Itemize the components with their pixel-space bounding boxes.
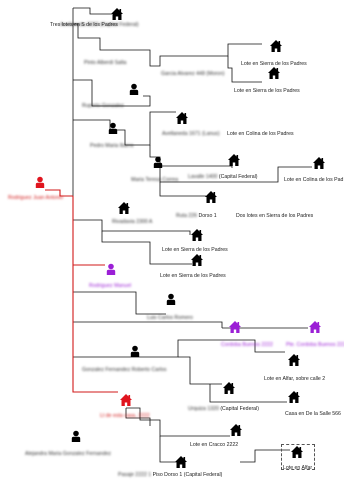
root-lineage-line	[45, 189, 73, 197]
root-person-icon	[35, 176, 45, 188]
connector-line	[240, 449, 290, 463]
n9-label[interactable]: Maria Teresa Correa	[131, 177, 179, 183]
connector-line	[73, 291, 166, 315]
n7-label[interactable]: Lavalle 1400 (Capital Federal)	[188, 174, 258, 180]
n6-person-icon	[108, 122, 118, 134]
n16-label[interactable]: Cordoba Buenos 2222	[221, 342, 273, 348]
n26-label[interactable]: Lote en Alfar	[283, 465, 313, 471]
connector-line	[125, 408, 151, 426]
n5-label[interactable]: Lote en Colina de los Padres	[227, 131, 294, 137]
n19-house-icon	[288, 354, 300, 366]
n6-label[interactable]: Pedro Maria Ibarra	[90, 143, 134, 149]
n23-house-icon	[230, 424, 242, 436]
n2b-label: Pinto Alberdi Salta	[84, 60, 127, 66]
connector-line	[227, 56, 262, 83]
n15-person-icon	[166, 293, 176, 305]
n9-person-icon	[153, 156, 163, 168]
n1-label[interactable]: Tres lotes en S de los Padres	[50, 22, 118, 28]
n17-house-icon	[309, 321, 321, 333]
n1b-label: Avellaneda 2222 (Capital Federal)	[60, 22, 139, 28]
connector-line	[178, 356, 222, 385]
connector-line	[73, 339, 285, 358]
n2-house-icon	[270, 40, 282, 52]
n17-label[interactable]: Pte. Cordoba Buenos 2222	[286, 342, 344, 348]
n25-label-text: Piso Dorso 1 (Capital Federal)	[152, 472, 223, 478]
n8-house-icon	[313, 157, 325, 169]
n13-label[interactable]: Lote en Sierra de los Padres	[160, 273, 226, 279]
selected-node-focus-box[interactable]	[281, 444, 315, 470]
n7-redacted-prefix: Lavalle 1400	[188, 174, 219, 180]
n18-person-icon	[130, 345, 140, 357]
n7-house-icon	[228, 154, 240, 166]
n24-person-icon	[71, 430, 81, 442]
connector-line	[73, 321, 223, 328]
connector-line	[159, 166, 312, 183]
n2-label[interactable]: Lote en Sierra de los Padres	[241, 61, 307, 67]
n25-house-icon	[175, 456, 187, 468]
connector-line	[159, 182, 206, 197]
connector-line	[101, 231, 192, 265]
n22-house-icon	[120, 394, 132, 406]
n21-label[interactable]: Casa en De la Salle 566	[285, 411, 341, 417]
connector-line	[73, 23, 262, 67]
n11-house-icon	[118, 202, 130, 214]
n11-label[interactable]: Rivadavia 2300 A	[112, 219, 153, 225]
n1-house-icon	[111, 8, 123, 20]
n20-label-text: (Capital Federal)	[220, 406, 259, 412]
n12-house-icon	[191, 229, 203, 241]
n10b-label-text: Dorso 1	[198, 213, 217, 219]
n10b-redacted-prefix: Ruta 226	[176, 213, 199, 219]
n26-house-icon	[291, 446, 303, 458]
n14-label[interactable]: Rodriguez Manuel	[89, 283, 132, 289]
n12-label[interactable]: Lote en Sierra de los Padres	[162, 247, 228, 253]
n4-person-icon	[129, 83, 139, 95]
connector-line	[209, 384, 287, 403]
n22-label[interactable]: Lt de esta casa, 2222	[100, 413, 150, 419]
connector-line	[73, 7, 112, 15]
connector-line	[73, 119, 111, 130]
n13-house-icon	[191, 254, 203, 266]
n5b-label: Avellaneda 1671 (Lanus)	[162, 131, 220, 137]
n7-label-text: (Capital Federal)	[218, 174, 258, 180]
n3b-label: Garcia Alvarez 448 (Moron)	[161, 71, 225, 77]
connector-line	[73, 79, 151, 107]
connector-line	[149, 145, 233, 168]
n3-label[interactable]: Lote en Sierra de los Padres	[234, 88, 300, 94]
n20-redacted-prefix: Urquiza 1320	[188, 406, 221, 412]
n5-house-icon	[176, 112, 188, 124]
n10b-label: Ruta 226 Dorso 1	[176, 213, 217, 219]
n4-label[interactable]: Ruperto Gonzalez	[82, 103, 124, 109]
n20-house-icon	[223, 382, 235, 394]
n24-label[interactable]: Alejandra Maria Gonzalez Fernandez	[25, 451, 111, 457]
n3-house-icon	[268, 67, 280, 79]
n15-label[interactable]: Luis Carlos Romero	[147, 315, 193, 321]
connector-line	[159, 436, 180, 463]
root-lineage-line	[72, 196, 118, 393]
n23-label[interactable]: Lote en Cracco 2222	[190, 442, 239, 448]
n10-label[interactable]: Dos lotes en Sierra de los Padres	[236, 213, 314, 219]
n8-label[interactable]: Lote en Colina de los Pad	[284, 177, 344, 183]
n21-house-icon	[288, 391, 300, 403]
n10-house-icon	[205, 191, 217, 203]
n25-label[interactable]: Pasaje 2222 1 Piso Dorso 1 (Capital Fede…	[118, 472, 222, 478]
n20-label[interactable]: Urquiza 1320 (Capital Federal)	[188, 406, 259, 412]
n14-person-icon	[106, 263, 116, 275]
n25-redacted-prefix: Pasaje 2222 1	[118, 472, 153, 478]
root-label[interactable]: Rodriguez Juan Antonio	[8, 195, 64, 201]
n16-house-icon	[229, 321, 241, 333]
connector-line	[110, 111, 176, 146]
n18-label[interactable]: Gonzalez Fernandez Roberto Carlos	[82, 367, 167, 373]
n19-label[interactable]: Lote en Alfar, sobre calle 2	[264, 376, 326, 382]
